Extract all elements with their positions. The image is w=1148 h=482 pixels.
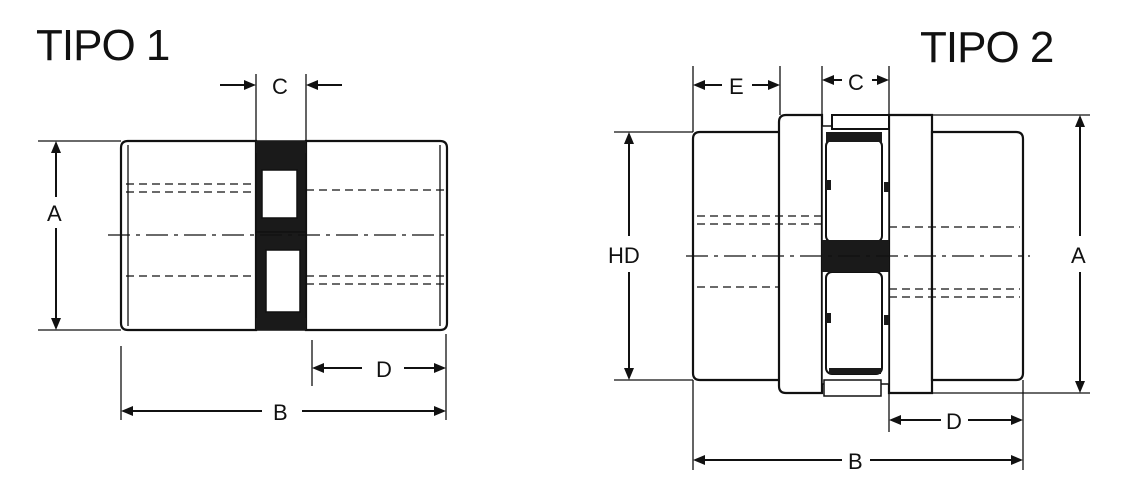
- tipo2-dim-c: C: [821, 66, 890, 115]
- tipo2-dim-hd: HD: [608, 131, 693, 381]
- tipo2-dim-e: E: [692, 66, 781, 132]
- tipo2-dim-a: A: [932, 114, 1090, 394]
- tipo2-elastic-element: [821, 114, 890, 397]
- tipo1-dim-d: D: [311, 334, 447, 420]
- tipo2-dim-b: B: [692, 380, 1023, 474]
- tipo2-dim-d: D: [888, 380, 1024, 470]
- tipo1-dim-d-label: D: [376, 357, 392, 382]
- tipo1-dim-c-label: C: [272, 74, 288, 99]
- tipo2-dim-d-label: D: [946, 409, 962, 434]
- tipo1-dim-b: B: [120, 346, 446, 425]
- tipo1-title: TIPO 1: [36, 21, 169, 70]
- tipo2-dim-hd-label: HD: [608, 243, 640, 268]
- tipo1-dim-a-label: A: [47, 201, 62, 226]
- tipo2-dim-e-label: E: [729, 74, 744, 99]
- tipo2-group: TIPO 2: [608, 23, 1090, 474]
- tipo1-dim-a: A: [38, 140, 121, 331]
- tipo1-dim-b-label: B: [273, 400, 288, 425]
- tipo1-dim-c: C: [220, 74, 342, 141]
- tipo1-elastic-spider: [255, 140, 307, 331]
- tipo2-dim-a-label: A: [1071, 243, 1086, 268]
- tipo1-group: TIPO 1: [36, 21, 450, 425]
- tipo2-right-flange: [887, 113, 934, 395]
- tipo2-dim-b-label: B: [848, 449, 863, 474]
- tipo2-left-flange: [777, 113, 824, 395]
- tipo2-right-hub: [930, 130, 1025, 382]
- tipo2-dim-c-label: C: [848, 70, 864, 95]
- tipo2-title: TIPO 2: [920, 23, 1053, 72]
